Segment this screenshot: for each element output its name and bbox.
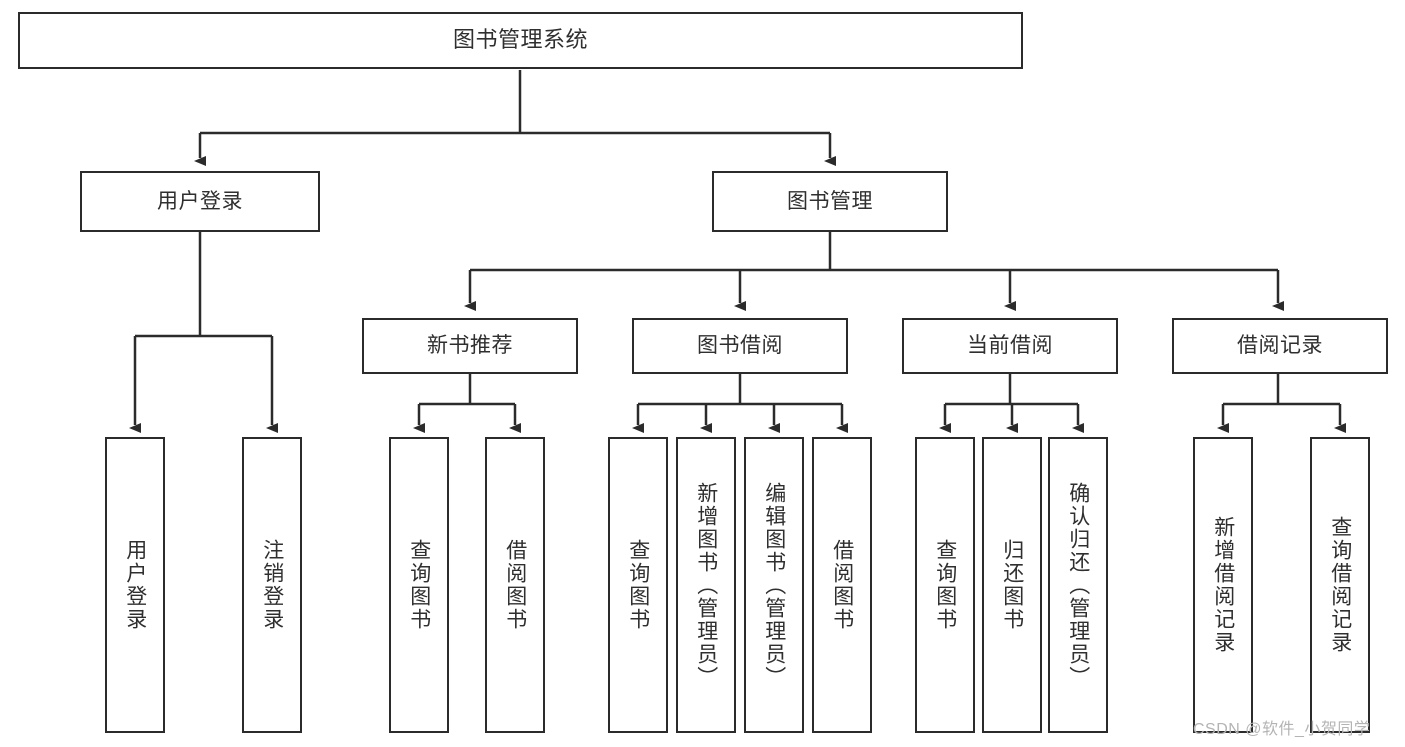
node-book-borrow-label: 图书借阅 [697,334,783,358]
node-book-borrow[interactable]: 图书借阅 [632,318,848,374]
node-book-manage-label: 图书管理 [787,189,873,213]
node-leaf-edit-book[interactable]: 编辑图书（管理员） [744,437,804,733]
node-new-book-recommend[interactable]: 新书推荐 [362,318,578,374]
node-leaf-borrow-book-1[interactable]: 借阅图书 [485,437,545,733]
node-leaf-borrow-book-2-label: 借阅图书 [830,539,854,631]
node-leaf-return-book[interactable]: 归还图书 [982,437,1042,733]
node-root[interactable]: 图书管理系统 [18,12,1023,69]
node-borrow-record-label: 借阅记录 [1237,334,1323,358]
node-leaf-query-book-2[interactable]: 查询图书 [608,437,668,733]
node-leaf-borrow-book-2[interactable]: 借阅图书 [812,437,872,733]
node-leaf-add-borrow-record-label: 新增借阅记录 [1211,516,1235,654]
node-leaf-add-book[interactable]: 新增图书（管理员） [676,437,736,733]
node-leaf-confirm-return[interactable]: 确认归还（管理员） [1048,437,1108,733]
watermark-text: CSDN @软件_小贺同学 [1193,721,1371,738]
node-leaf-edit-book-label: 编辑图书（管理员） [762,481,786,689]
node-leaf-user-login-label: 用户登录 [123,539,147,631]
node-leaf-return-book-label: 归还图书 [1000,539,1024,631]
node-leaf-query-book-1-label: 查询图书 [407,539,431,631]
node-borrow-record[interactable]: 借阅记录 [1172,318,1388,374]
node-leaf-query-book-3-label: 查询图书 [933,539,957,631]
node-leaf-query-borrow-record-label: 查询借阅记录 [1328,516,1352,654]
node-user-login[interactable]: 用户登录 [80,171,320,232]
node-new-book-recommend-label: 新书推荐 [427,334,513,358]
node-book-manage[interactable]: 图书管理 [712,171,948,232]
node-leaf-query-book-3[interactable]: 查询图书 [915,437,975,733]
node-leaf-user-login[interactable]: 用户登录 [105,437,165,733]
node-leaf-add-book-label: 新增图书（管理员） [694,481,718,689]
node-leaf-add-borrow-record[interactable]: 新增借阅记录 [1193,437,1253,733]
node-leaf-confirm-return-label: 确认归还（管理员） [1066,481,1090,689]
node-leaf-query-borrow-record[interactable]: 查询借阅记录 [1310,437,1370,733]
node-current-borrow-label: 当前借阅 [967,334,1053,358]
node-current-borrow[interactable]: 当前借阅 [902,318,1118,374]
node-leaf-logout-login-label: 注销登录 [260,539,284,631]
node-leaf-query-book-2-label: 查询图书 [626,539,650,631]
node-leaf-borrow-book-1-label: 借阅图书 [503,539,527,631]
node-root-label: 图书管理系统 [452,27,588,53]
node-leaf-logout-login[interactable]: 注销登录 [242,437,302,733]
node-user-login-label: 用户登录 [157,189,243,213]
node-leaf-query-book-1[interactable]: 查询图书 [389,437,449,733]
